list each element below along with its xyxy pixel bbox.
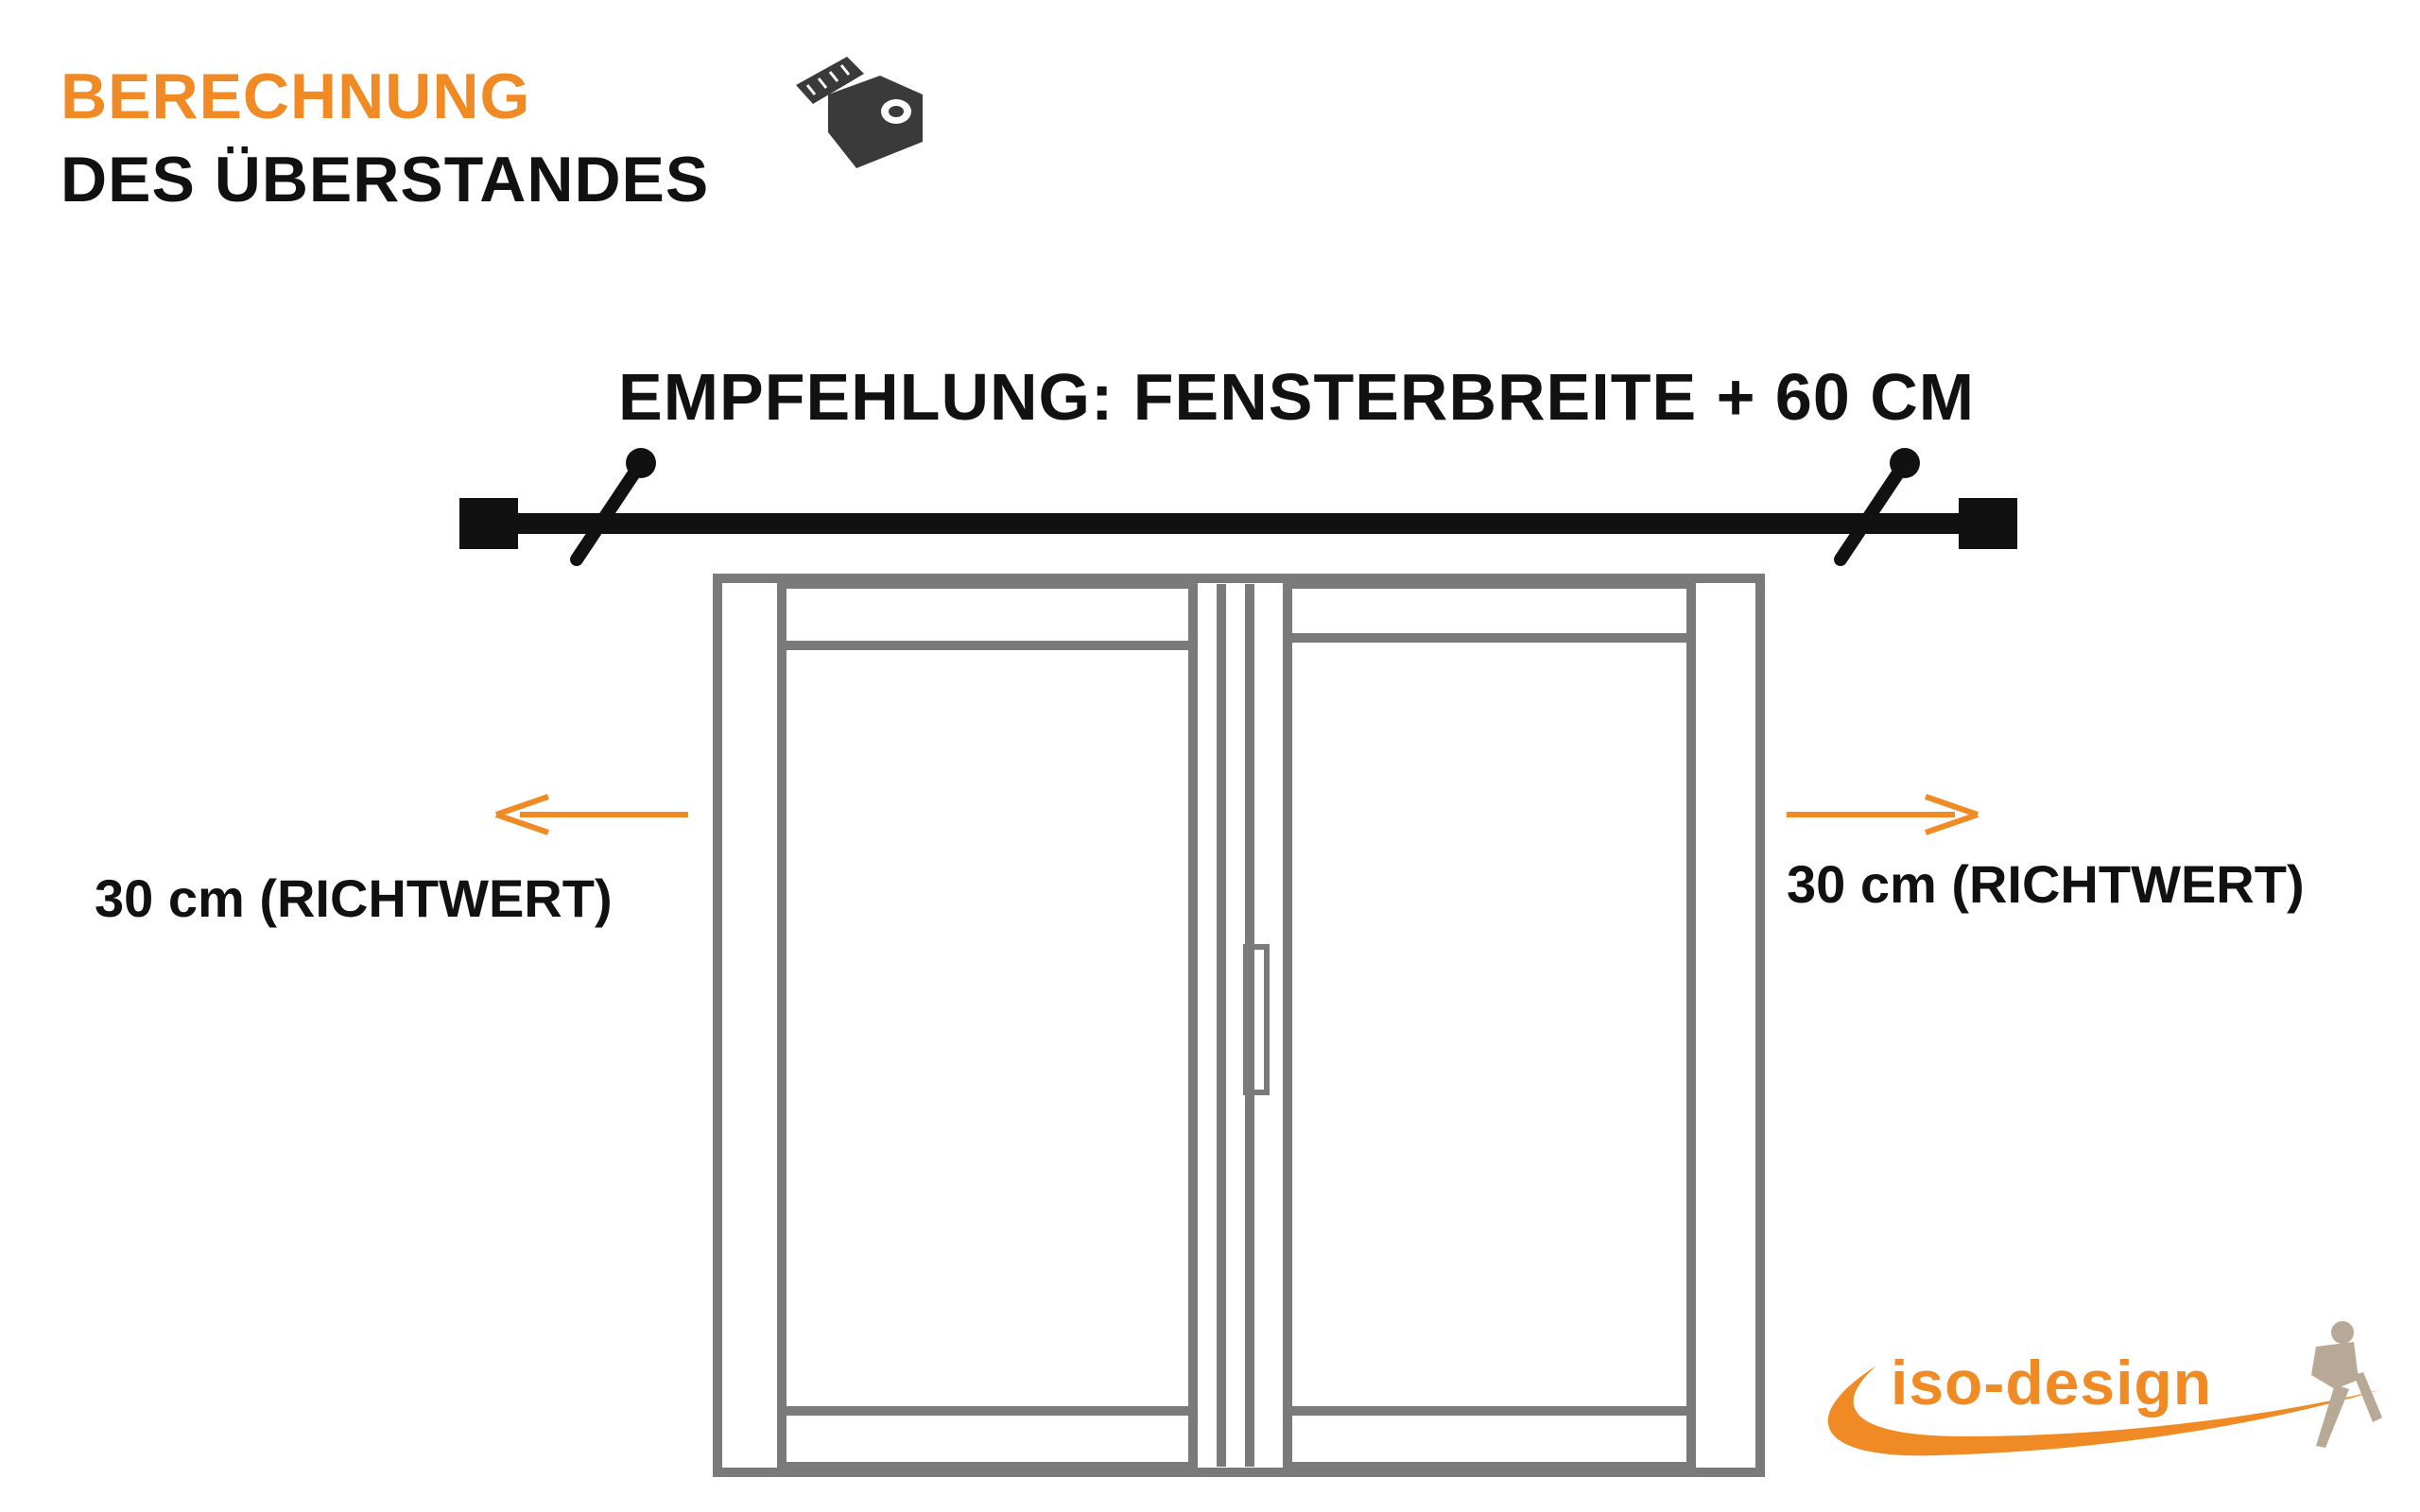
rod-end-right [1959,498,2017,549]
window-outer-frame [713,574,1765,1477]
window-handle [1243,944,1270,1095]
arrow-left-icon [495,794,688,835]
left-sash [777,579,1198,1471]
rod-end-left [459,498,518,549]
right-overhang-label: 30 cm (RICHTWERT) [1787,854,2305,914]
rod-bar [510,513,1966,534]
arrow-right-icon [1787,794,1979,835]
page-title: BERECHNUNG DES ÜBERSTANDES [60,55,709,221]
measuring-tape-icon [796,57,923,168]
title-line-2: DES ÜBERSTANDES [60,144,710,215]
bracket-left [570,448,656,566]
logo-swoosh [1827,1366,2382,1456]
window [713,574,1765,1477]
bracket-right [1834,448,1920,566]
right-sash [1283,579,1696,1471]
curtain-rod [459,448,2017,566]
running-figure-icon [2311,1321,2382,1448]
logo-text: iso-design [1891,1348,2213,1418]
title-line-1: BERECHNUNG [60,60,531,132]
left-overhang-label: 30 cm (RICHTWERT) [95,868,613,928]
recommendation-text: EMPFEHLUNG: FENSTERBREITE + 60 CM [618,360,1976,434]
